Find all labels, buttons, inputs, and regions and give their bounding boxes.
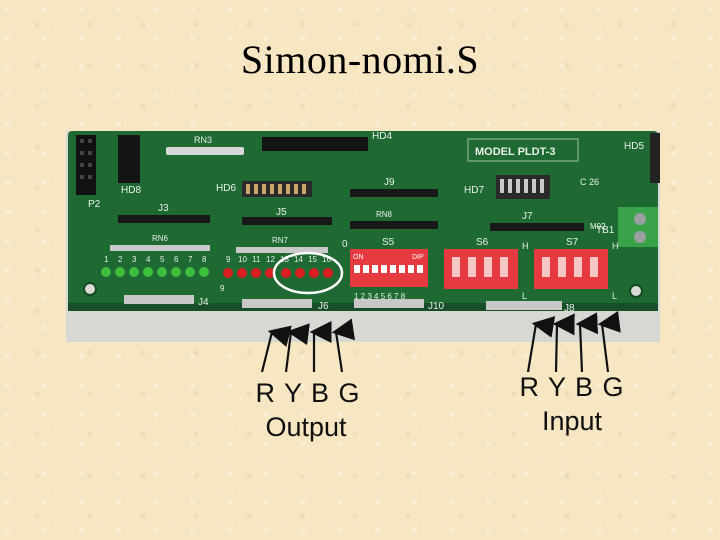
arrow-input-y xyxy=(552,313,575,373)
led-green xyxy=(157,267,167,277)
label-hd6: HD6 xyxy=(216,183,236,194)
output-color-labels: R Y B G xyxy=(255,378,361,408)
label-zero: 0 xyxy=(342,239,348,250)
header-j10 xyxy=(354,299,424,308)
label-j3: J3 xyxy=(158,203,169,214)
header-p2 xyxy=(76,135,96,195)
led-green xyxy=(115,267,125,277)
red-leds xyxy=(223,268,333,278)
led-number: 9 xyxy=(226,255,231,264)
arrow-output-r xyxy=(260,325,292,373)
label-l-left: L xyxy=(522,291,527,301)
green-leds xyxy=(101,267,209,277)
label-j6: J6 xyxy=(318,301,329,312)
label-h-left: H xyxy=(522,241,529,251)
led-number: 4 xyxy=(146,255,151,264)
header-hd8 xyxy=(118,135,140,183)
input-color-labels: R Y B G xyxy=(519,372,625,402)
led-red xyxy=(265,268,275,278)
label-s7: S7 xyxy=(566,237,579,248)
led-red xyxy=(323,268,333,278)
header-j6 xyxy=(242,299,312,308)
led-number: 5 xyxy=(160,255,165,264)
label-hd8: HD8 xyxy=(121,185,141,196)
led-green xyxy=(129,267,139,277)
led-green xyxy=(199,267,209,277)
arrow-output-y xyxy=(284,323,310,373)
led-green xyxy=(171,267,181,277)
header-j8 xyxy=(486,301,562,310)
led-red xyxy=(251,268,261,278)
input-caption: Input xyxy=(541,406,603,436)
arrow-input-g xyxy=(597,310,621,373)
label-model: MODEL PLDT-3 xyxy=(475,146,555,158)
led-number: 10 xyxy=(238,255,247,264)
label-hd5: HD5 xyxy=(624,141,644,152)
header-hd4 xyxy=(262,137,368,151)
led-red xyxy=(295,268,305,278)
led-red xyxy=(281,268,291,278)
label-j10: J10 xyxy=(428,301,445,312)
led-red xyxy=(223,268,233,278)
label-j4: J4 xyxy=(198,297,209,308)
led-green xyxy=(185,267,195,277)
label-on: ON xyxy=(353,254,364,261)
arrow-output-g xyxy=(331,318,356,373)
label-dip: DIP xyxy=(412,254,424,261)
label-h-right: H xyxy=(612,241,619,251)
label-rn8: RN8 xyxy=(376,210,393,219)
led-number: 7 xyxy=(188,255,193,264)
label-m02: M02 xyxy=(590,222,606,231)
led-number: 1 xyxy=(104,255,109,264)
circuit-board-photo: HD8 P2 RN3 HD4 MODEL PLDT-3 HD5 HD6 J9 H… xyxy=(66,131,660,342)
led-number: 12 xyxy=(266,255,275,264)
led-number: 8 xyxy=(202,255,207,264)
led-number: 2 xyxy=(118,255,123,264)
led-number: 16 xyxy=(322,255,331,264)
label-j9: J9 xyxy=(384,177,395,188)
output-leds-highlight xyxy=(272,251,344,295)
header-j4 xyxy=(124,295,194,304)
output-caption: Output xyxy=(265,412,347,442)
label-j8: J8 xyxy=(564,303,575,314)
label-hd4: HD4 xyxy=(372,131,392,142)
label-hd7: HD7 xyxy=(464,185,484,196)
label-rn3: RN3 xyxy=(194,135,212,145)
led-green xyxy=(143,267,153,277)
led-number: 6 xyxy=(174,255,179,264)
label-rn6: RN6 xyxy=(152,234,169,243)
label-p2: P2 xyxy=(88,199,101,210)
led-number: 3 xyxy=(132,255,137,264)
led-number: 11 xyxy=(252,255,261,264)
led-numbers: 1 2 3 4 5 6 7 8 9 10 11 12 13 14 15 16 xyxy=(104,255,331,264)
led-red xyxy=(237,268,247,278)
label-osc: C 26 xyxy=(580,177,599,187)
led-green xyxy=(101,267,111,277)
label-j5: J5 xyxy=(276,207,287,218)
label-j7: J7 xyxy=(522,211,533,222)
label-nine: 9 xyxy=(220,284,225,293)
label-l-right: L xyxy=(612,291,617,301)
slide-title: Simon-nomi.S xyxy=(240,37,480,82)
led-red xyxy=(309,268,319,278)
label-s6: S6 xyxy=(476,237,489,248)
label-tb1: TB1 xyxy=(596,225,615,236)
arrow-input-r xyxy=(526,316,556,373)
arrow-input-b xyxy=(575,312,599,373)
label-s5: S5 xyxy=(382,237,395,248)
led-number: 15 xyxy=(308,255,317,264)
label-rn7: RN7 xyxy=(272,236,289,245)
label-dip-numbers: 1 2 3 4 5 6 7 8 xyxy=(354,292,406,301)
led-number: 14 xyxy=(294,255,303,264)
